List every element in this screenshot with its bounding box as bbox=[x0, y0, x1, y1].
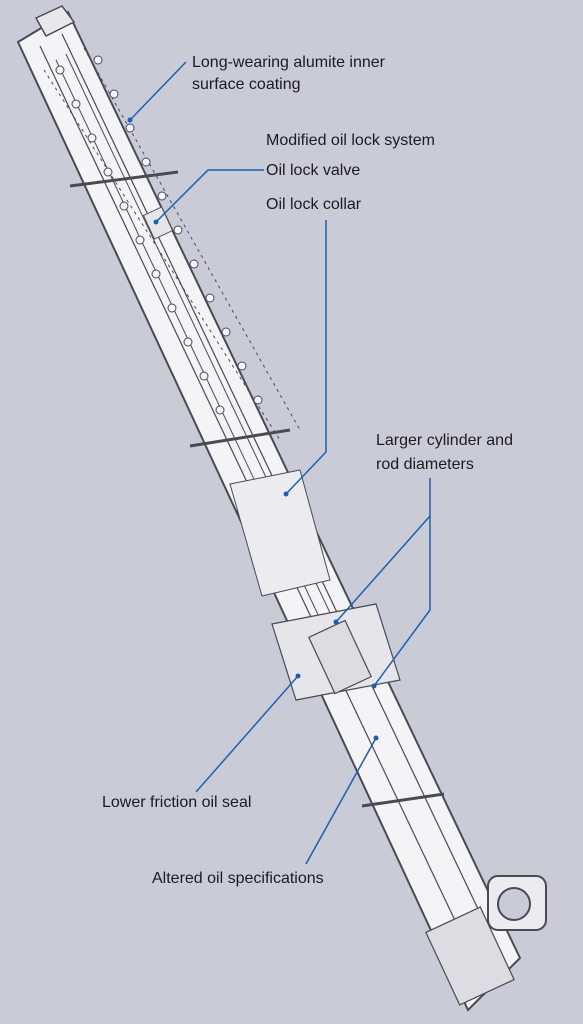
top-cap bbox=[34, 5, 76, 37]
leader-dots bbox=[127, 117, 379, 741]
label-larger-cylinder-line1: Larger cylinder and bbox=[376, 432, 513, 449]
spring-dashed-right bbox=[83, 47, 301, 431]
mid-section bbox=[229, 469, 331, 597]
spring-coils bbox=[55, 55, 263, 415]
leader-spec bbox=[305, 737, 377, 865]
leader-collar bbox=[285, 220, 327, 495]
label-alumite-line1: Long-wearing alumite inner bbox=[192, 54, 385, 71]
label-oil-seal: Lower friction oil seal bbox=[102, 794, 252, 811]
label-oil-spec: Altered oil specifications bbox=[152, 870, 324, 887]
label-alumite-line2: surface coating bbox=[192, 76, 301, 93]
clamp-bands bbox=[69, 170, 445, 808]
leader-alumite bbox=[129, 61, 187, 121]
label-oil-lock-collar: Oil lock collar bbox=[266, 196, 362, 213]
leader-rod bbox=[373, 516, 431, 687]
label-larger-cylinder-line2: rod diameters bbox=[376, 456, 474, 473]
bottom-valve bbox=[425, 906, 515, 1006]
label-oil-lock-valve: Oil lock valve bbox=[266, 162, 361, 179]
leader-valve bbox=[155, 169, 264, 223]
axle-clamp bbox=[487, 875, 547, 931]
leader-seal bbox=[195, 675, 299, 793]
label-oil-lock-system: Modified oil lock system bbox=[266, 132, 435, 149]
leader-lines bbox=[129, 61, 431, 865]
spring-dashed-left bbox=[43, 69, 281, 441]
piston-assembly bbox=[307, 619, 373, 695]
